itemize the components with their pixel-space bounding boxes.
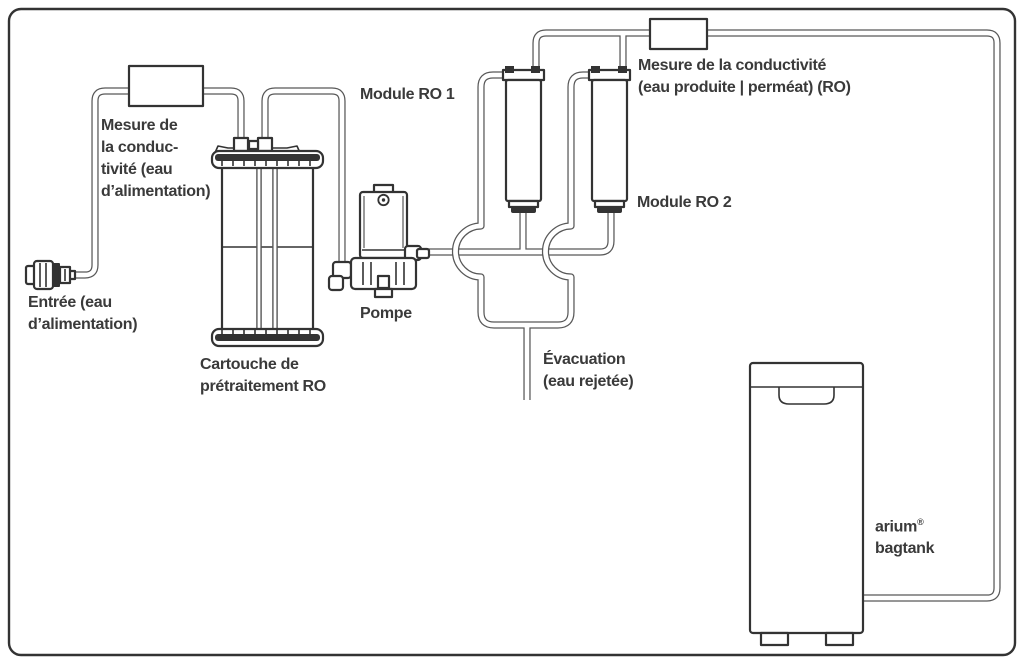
bagtank-drawing	[748, 361, 865, 647]
cartridge-port-left	[232, 136, 250, 153]
ro-module-1-drawing	[501, 66, 546, 213]
label-line: prétraitement RO	[200, 378, 326, 395]
label-line: tivité (eau	[101, 161, 173, 178]
label-line: (eau produite | perméat) (RO)	[638, 79, 851, 96]
label-line: d’alimentation)	[101, 183, 211, 200]
label-feed-conductivity: Mesure de la conduc- tivité (eau d’alime…	[101, 115, 211, 203]
label-pump: Pompe	[360, 303, 412, 325]
label-line: Module RO 1	[360, 86, 455, 103]
label-permeate-conductivity: Mesure de la conductivité (eau produite …	[638, 55, 851, 99]
label-line: la conduc-	[101, 139, 179, 156]
pretreatment-cartridge-drawing	[210, 136, 325, 348]
inlet-connector-drawing	[24, 259, 77, 291]
label-module-ro1: Module RO 1	[360, 84, 455, 106]
ro1-bottom-step	[507, 199, 540, 209]
label-cartridge: Cartouche de prétraitement RO	[200, 354, 326, 398]
ro2-body	[590, 78, 629, 203]
bagtank-brand: arium	[875, 518, 918, 536]
tube-cartridge-to-pump	[261, 87, 346, 267]
bagtank-handle	[778, 387, 835, 405]
label-line: arium®	[875, 511, 934, 538]
label-line: d’alimentation)	[28, 316, 138, 333]
bagtank-foot-left	[759, 631, 790, 647]
tube-pump-to-modules	[420, 206, 615, 256]
registered-trademark-symbol: ®	[917, 517, 924, 527]
label-line: Mesure de	[101, 117, 178, 134]
label-line: (eau rejetée)	[543, 373, 634, 390]
label-bagtank: arium® bagtank	[875, 511, 935, 560]
ro1-body	[504, 78, 543, 203]
ro-module-2-drawing	[587, 66, 632, 213]
label-line: Mesure de la conductivité	[638, 57, 827, 74]
label-drain: Évacuation (eau rejetée)	[543, 349, 634, 393]
label-line: Cartouche de	[200, 356, 299, 373]
tube-feed-inlet	[66, 87, 245, 279]
bagtank-body	[748, 361, 865, 635]
label-line: Évacuation	[543, 351, 626, 368]
label-line: Module RO 2	[637, 194, 732, 211]
label-line: Pompe	[360, 305, 412, 322]
feed-conductivity-sensor-box	[127, 64, 205, 108]
pump-bottom-tab	[373, 287, 394, 299]
label-inlet: Entrée (eau d’alimentation)	[28, 292, 138, 336]
label-line: bagtank	[875, 540, 935, 558]
label-module-ro2: Module RO 2	[637, 192, 732, 214]
cartridge-port-center	[247, 139, 260, 151]
tube-concentrate-drain	[451, 71, 597, 400]
pump-drawing	[327, 183, 431, 299]
permeate-conductivity-sensor-box	[648, 17, 709, 51]
bagtank-foot-right	[824, 631, 855, 647]
cartridge-port-right	[256, 136, 274, 153]
ro2-bottom-step	[593, 199, 626, 209]
label-line: Entrée (eau	[28, 294, 112, 311]
